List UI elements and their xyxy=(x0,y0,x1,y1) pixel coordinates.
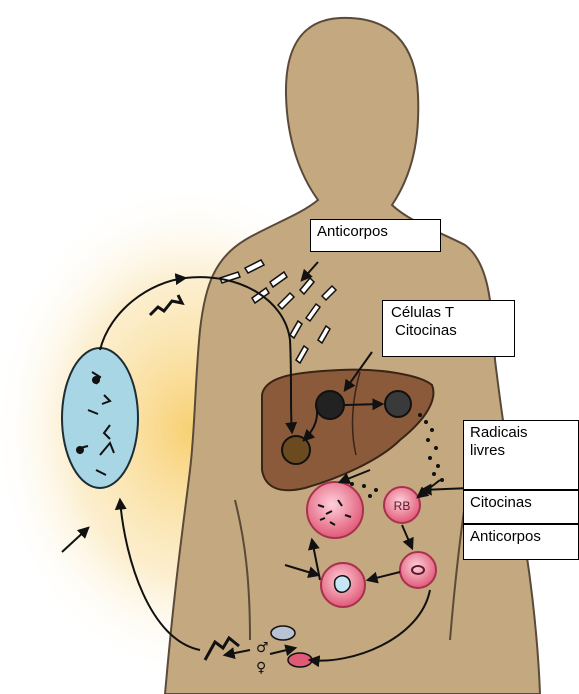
label-text: Células T xyxy=(391,304,508,322)
node-cell-dot xyxy=(76,446,84,454)
plasma-cell-nucleus xyxy=(335,576,351,593)
label-antibodies-right: Anticorpos xyxy=(463,524,579,560)
label-t-cells-cytokines: Células T Citocinas xyxy=(382,300,515,357)
label-text: Radicais xyxy=(470,424,572,442)
label-text: Anticorpos xyxy=(317,223,434,241)
female-symbol: ♀ xyxy=(256,660,266,676)
red-blood-cell-code: RB xyxy=(394,499,411,513)
immune-cell xyxy=(307,482,363,538)
infected-hepatocyte xyxy=(316,391,344,419)
label-antibodies-top: Anticorpos xyxy=(310,219,441,252)
label-text: Citocinas xyxy=(470,494,572,512)
male-symbol: ♂ xyxy=(256,640,269,656)
label-cytokines-right: Citocinas xyxy=(463,490,579,524)
node-cell-dot xyxy=(92,376,100,384)
infected-hepatocyte xyxy=(282,436,310,464)
label-free-radicals: Radicais livres xyxy=(463,420,579,490)
lymph-node xyxy=(62,348,138,488)
label-text: livres xyxy=(470,442,572,460)
macrophage xyxy=(400,552,436,588)
damaged-hepatocyte xyxy=(385,391,411,417)
label-text: Anticorpos xyxy=(470,528,572,546)
label-text: Citocinas xyxy=(391,322,508,340)
